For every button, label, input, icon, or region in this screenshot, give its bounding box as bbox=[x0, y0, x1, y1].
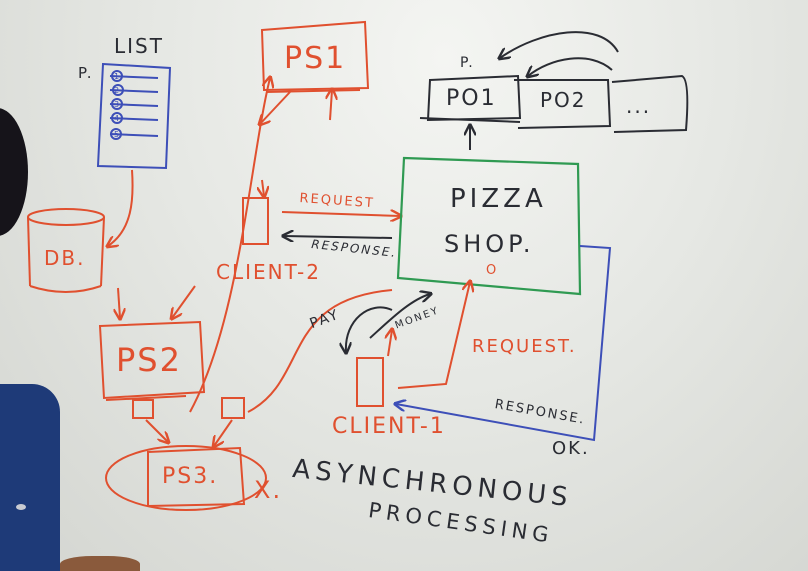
pizza-shop-line2: SHOP. bbox=[444, 230, 535, 258]
client2-device bbox=[242, 179, 400, 245]
ps2-box bbox=[98, 285, 206, 401]
pizza-shop-box bbox=[396, 156, 582, 296]
shirt-button bbox=[16, 504, 26, 510]
list-item-number: 4 bbox=[114, 114, 119, 123]
list-item-number: 5 bbox=[114, 130, 119, 139]
pizza-shop-line1: PIZZA bbox=[450, 184, 547, 214]
pizza-shop-mark: O bbox=[486, 263, 499, 278]
list-title: LIST bbox=[114, 34, 164, 58]
client1-device bbox=[356, 282, 470, 407]
arrow-response-to-client1 bbox=[396, 245, 612, 442]
queue-marker: P. bbox=[460, 55, 475, 71]
request-right-label: REQUEST. bbox=[472, 336, 577, 357]
po1-label: PO1 bbox=[446, 86, 497, 111]
list-item-number: 1 bbox=[114, 72, 119, 81]
list-notepad bbox=[96, 62, 172, 170]
db-label: DB. bbox=[44, 246, 86, 270]
po-queue bbox=[419, 31, 689, 150]
ps3-box bbox=[105, 445, 267, 511]
ps3-label: PS3. bbox=[162, 464, 219, 489]
po2-label: PO2 bbox=[540, 88, 587, 112]
arrow-list-to-db bbox=[108, 169, 134, 246]
list-marker: P. bbox=[78, 64, 94, 82]
client1-label: CLIENT-1 bbox=[332, 414, 446, 439]
ok-label: OK. bbox=[552, 438, 590, 459]
client2-label: CLIENT-2 bbox=[216, 260, 321, 284]
ps1-label: PS1 bbox=[284, 41, 347, 76]
list-item-number: 3 bbox=[114, 100, 119, 109]
x-mark: X. bbox=[254, 476, 283, 504]
db-cylinder bbox=[27, 208, 105, 293]
presenter-hand bbox=[60, 556, 140, 571]
po-more-label: ... bbox=[626, 94, 652, 118]
list-item-number: 2 bbox=[114, 86, 119, 95]
ps1-box bbox=[260, 20, 370, 124]
ps2-label: PS2 bbox=[116, 341, 182, 379]
arrow-response-to-client2 bbox=[284, 236, 393, 238]
presenter-shirt bbox=[0, 384, 60, 571]
